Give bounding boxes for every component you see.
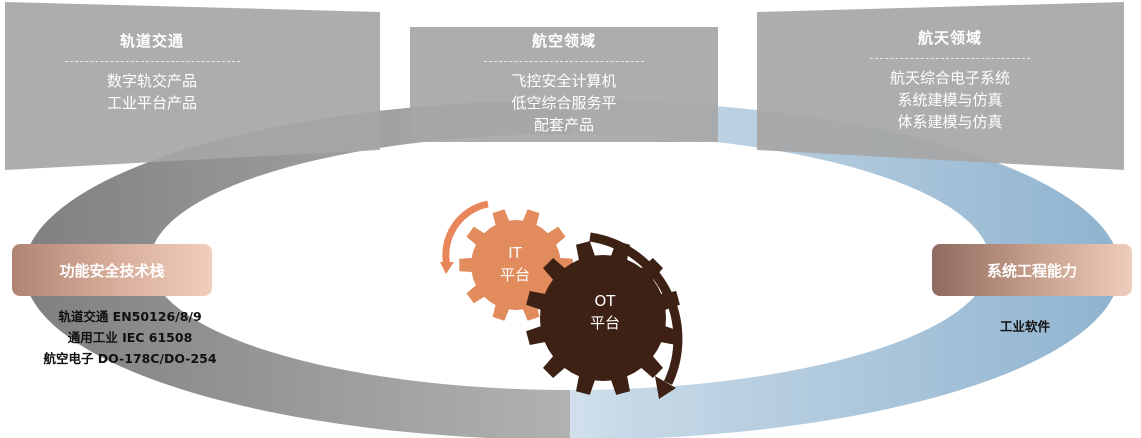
panel-aerospace-divider	[870, 58, 1030, 59]
standard-item: 航空电子 DO-178C/DO-254	[43, 351, 217, 366]
it-arrowhead-icon	[440, 262, 454, 274]
panel-rail-bg	[5, 2, 380, 170]
panel-aviation-divider	[484, 61, 644, 62]
panel-aviation-item: 飞控安全计算机	[511, 72, 617, 90]
panel-rail-item: 数字轨交产品	[106, 72, 197, 90]
panel-aerospace-item: 系统建模与仿真	[897, 91, 1003, 109]
ring-right-half	[570, 100, 1120, 438]
software-item: 工业软件	[999, 319, 1050, 334]
safety-stack-label: 功能安全技术栈	[12, 244, 212, 296]
it-gear-label: IT 平台	[490, 242, 540, 286]
standard-item: 通用工业 IEC 61508	[67, 330, 193, 345]
it-gear-icon	[459, 209, 573, 321]
panel-aviation-title: 航空领域	[531, 32, 596, 50]
it-arc-arrow	[442, 200, 489, 267]
panel-aviation-bg	[410, 27, 718, 142]
ring	[24, 100, 1120, 438]
panel-rail-title: 轨道交通	[119, 32, 184, 50]
panel-aviation-item: 配套产品	[533, 116, 594, 134]
panel-aerospace-item: 体系建模与仿真	[897, 113, 1003, 131]
panel-rail-item: 工业平台产品	[106, 94, 197, 112]
ot-gear-icon	[526, 241, 680, 395]
systems-engineering-label: 系统工程能力	[932, 244, 1132, 296]
panel-aerospace-item: 航天综合电子系统	[889, 69, 1010, 87]
panel-aviation-item: 低空综合服务平	[511, 94, 617, 112]
ot-gear-label-bottom: 平台	[589, 314, 620, 332]
it-gear-label-top: IT	[508, 244, 522, 262]
it-gear-label-bottom: 平台	[499, 266, 530, 284]
ring-left-half	[24, 100, 570, 438]
panel-aerospace-bg	[757, 2, 1124, 170]
ot-gear-label: OT 平台	[575, 290, 635, 334]
ot-arrowhead-icon	[655, 376, 676, 399]
panel-rail: 轨道交通 数字轨交产品 工业平台产品	[12, 30, 292, 114]
standard-item: 轨道交通 EN50126/8/9	[58, 309, 202, 324]
panel-aerospace-title: 航天领域	[917, 29, 982, 47]
ot-gear-label-top: OT	[594, 292, 616, 310]
panel-aviation: 航空领域 飞控安全计算机 低空综合服务平 配套产品	[410, 30, 718, 136]
panel-aerospace: 航天领域 航天综合电子系统 系统建模与仿真 体系建模与仿真	[765, 27, 1135, 133]
panel-rail-divider	[64, 61, 240, 62]
standards-list: 轨道交通 EN50126/8/9 通用工业 IEC 61508 航空电子 DO-…	[30, 306, 230, 369]
